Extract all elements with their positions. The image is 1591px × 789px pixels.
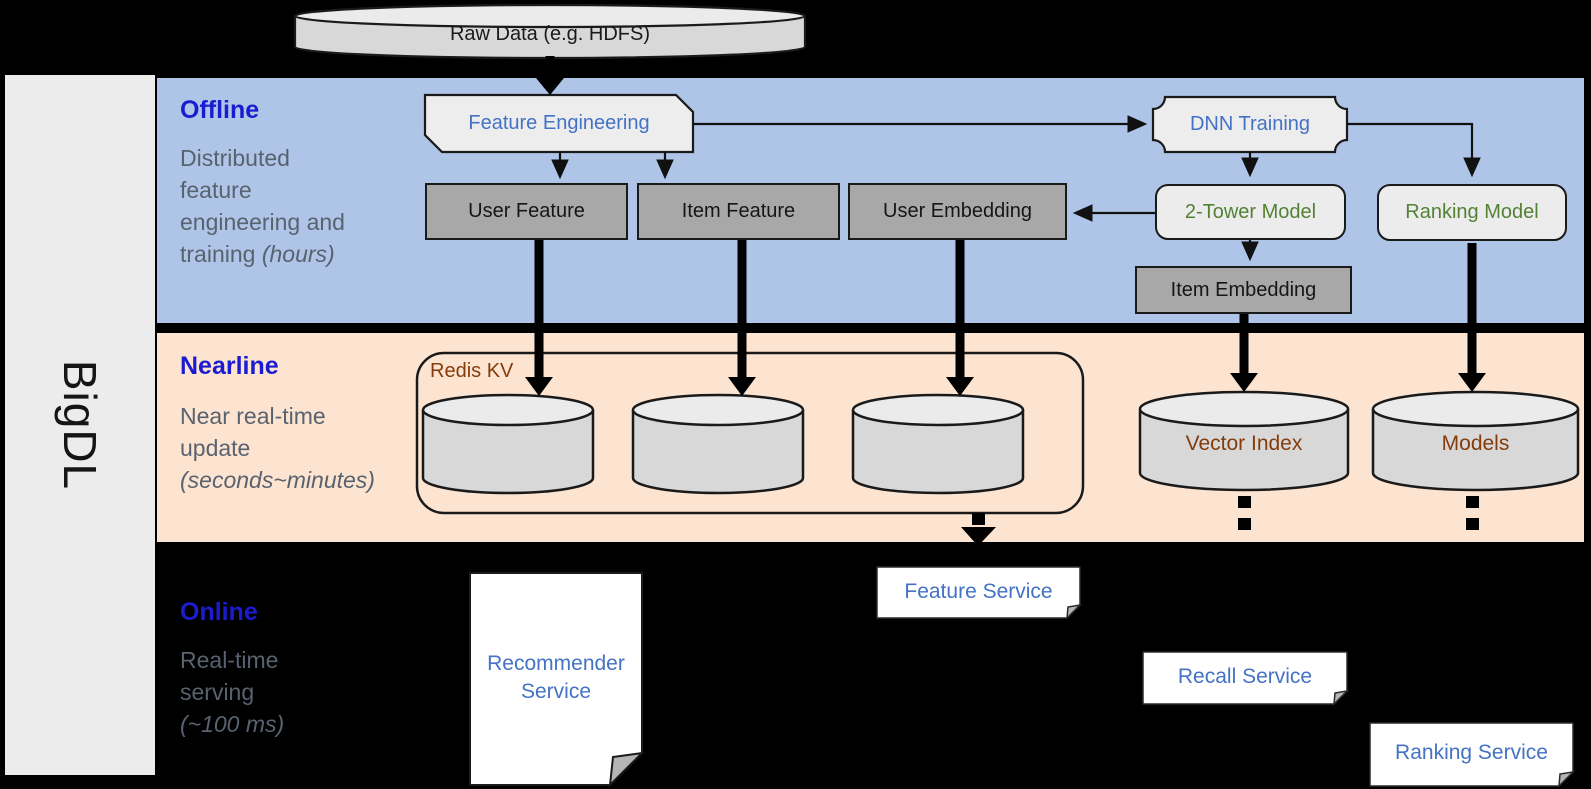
feature-engineering-label: Feature Engineering xyxy=(468,112,650,134)
bigdl-sidebar: BigDL xyxy=(5,75,155,775)
online-description: Real-time serving (~100 ms) xyxy=(180,644,400,740)
offline-description: Distributed feature engineering and trai… xyxy=(180,142,420,270)
online-desc-italic: (~100 ms) xyxy=(180,711,285,737)
node-two-tower-model: 2-Tower Model xyxy=(1155,184,1346,240)
redis-kv-label: Redis KV xyxy=(430,359,514,382)
feature-service-label: Feature Service xyxy=(904,579,1053,603)
nearline-title: Nearline xyxy=(180,352,279,380)
online-desc-text: Real-time serving xyxy=(180,647,279,705)
node-user-embedding: User Embedding xyxy=(848,183,1067,240)
bigdl-brand-label: BigDL xyxy=(53,359,106,491)
node-ranking-model: Ranking Model xyxy=(1377,184,1567,241)
online-title: Online xyxy=(180,598,258,626)
offline-title: Offline xyxy=(180,96,260,124)
offline-desc-text: Distributed feature engineering and trai… xyxy=(180,145,345,267)
dnn-training-label: DNN Training xyxy=(1189,113,1311,135)
raw-data-label: Raw Data (e.g. HDFS) xyxy=(449,22,651,45)
node-item-feature: Item Feature xyxy=(637,183,840,240)
node-item-embedding: Item Embedding xyxy=(1135,266,1352,314)
recommender-service-label: Recommender Service xyxy=(487,652,625,703)
node-user-feature: User Feature xyxy=(425,183,628,240)
vector-index-label: Vector Index xyxy=(1185,432,1303,455)
nearline-desc-italic: (seconds~minutes) xyxy=(180,467,375,493)
recall-service-label: Recall Service xyxy=(1177,665,1313,688)
ranking-service-label: Ranking Service xyxy=(1395,740,1548,764)
models-label: Models xyxy=(1441,432,1510,455)
nearline-description: Near real-time update (seconds~minutes) xyxy=(180,400,410,496)
nearline-desc-text: Near real-time update xyxy=(180,403,326,461)
offline-desc-italic: (hours) xyxy=(261,241,335,267)
